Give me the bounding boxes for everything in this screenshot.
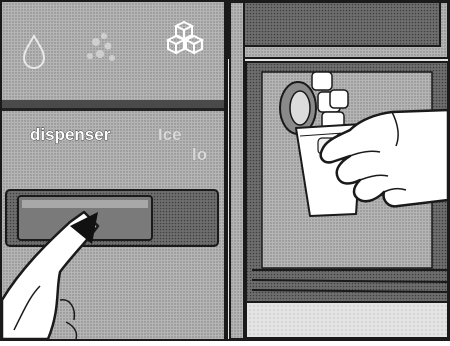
left-panel: dispenser Ice lo (2, 2, 224, 339)
right-panel (228, 2, 448, 339)
dispenser-label: dispenser (30, 125, 111, 144)
ice-label-line2: lo (192, 145, 207, 164)
ice-label-line1: Ice (158, 125, 182, 144)
dispenser-button[interactable] (6, 190, 218, 246)
door-left-edge (230, 2, 244, 339)
